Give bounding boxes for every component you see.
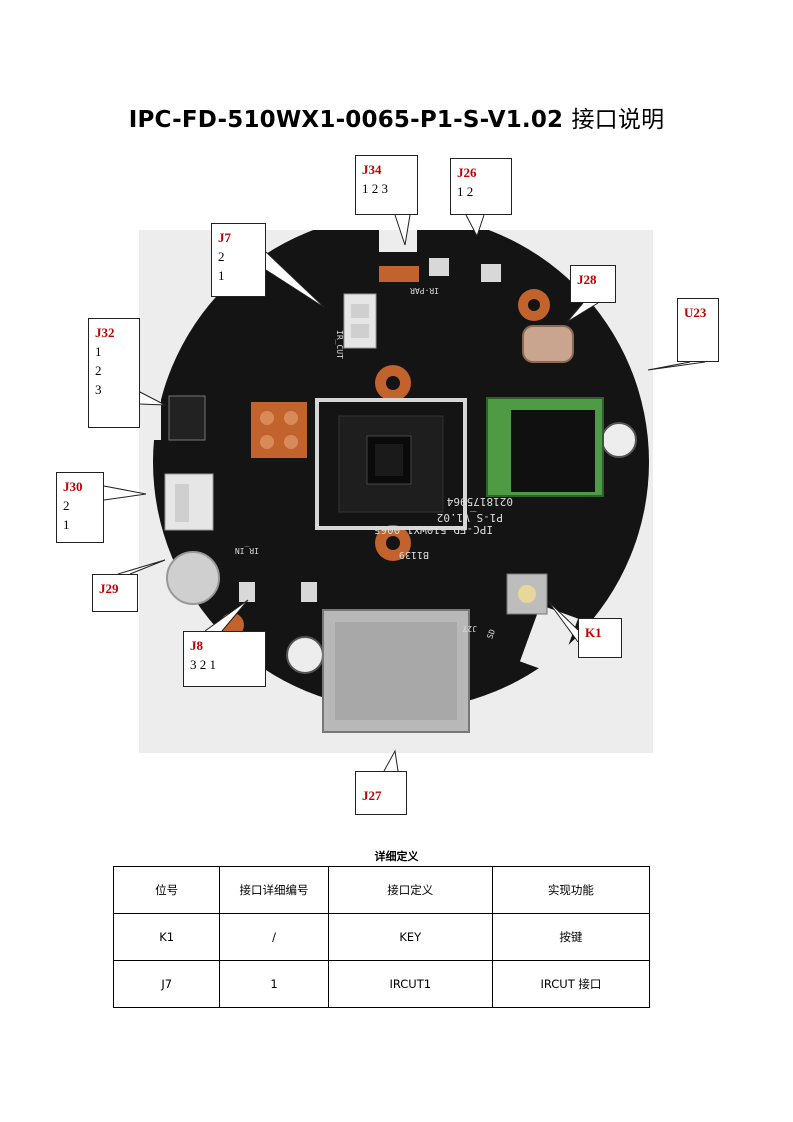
connector-j26 xyxy=(429,258,449,276)
callout-label: J26 xyxy=(457,165,477,180)
callout-label: K1 xyxy=(585,625,602,640)
callout-pins: 1 2 3 xyxy=(362,181,388,196)
callout-pins: 1 xyxy=(218,268,225,283)
silk-j27: J27 xyxy=(462,624,477,633)
callout-j29: J29 xyxy=(92,574,138,612)
table-header-cell: 位号 xyxy=(112,866,221,914)
callout-j27: J27 xyxy=(355,771,407,815)
silk-date: 0218175964 xyxy=(446,495,513,508)
silk-irin: IR_IN xyxy=(235,546,259,555)
callout-label: J30 xyxy=(63,479,83,494)
title-main: IPC-FD-510WX1-0065-P1-S-V1.02 xyxy=(128,107,564,133)
callout-pins: 1 xyxy=(95,344,102,359)
silk-irpar: IR-PAR xyxy=(410,286,439,295)
callout-pins: 1 xyxy=(63,517,70,532)
silk-ircut: IR_CUT xyxy=(335,330,344,359)
callout-j26: J26 1 2 xyxy=(450,158,512,215)
callout-label: J8 xyxy=(190,638,203,653)
callout-pins: 2 xyxy=(63,498,70,513)
mount-hole xyxy=(286,636,324,674)
callout-j8: J8 3 2 1 xyxy=(183,631,266,687)
table-header-row: 位号 接口详细编号 接口定义 实现功能 xyxy=(112,866,651,914)
table-row: J7 1 IRCUT1 IRCUT 接口 xyxy=(112,960,651,1008)
table-row: K1 / KEY 按键 xyxy=(112,913,651,961)
leader-j27 xyxy=(383,749,399,772)
callout-label: U23 xyxy=(684,305,707,320)
callout-label: J34 xyxy=(362,162,382,177)
callout-pins: 3 2 1 xyxy=(190,657,216,672)
connector-j32 xyxy=(168,395,206,441)
leader-u23 xyxy=(647,361,706,371)
silk-sd: SD xyxy=(485,628,497,640)
connector-j28 xyxy=(522,325,574,363)
table-caption: 详细定义 xyxy=(374,850,419,863)
table-header-cell: 接口定义 xyxy=(327,866,493,914)
connector-j8 xyxy=(239,582,255,602)
silk-model: IPC-FD-510WX1-0065- xyxy=(367,523,493,536)
pcb-illustration: IPC-FD-510WX1-0065- P1-S_V1.02 021817596… xyxy=(139,230,649,733)
callout-label: J29 xyxy=(99,581,119,596)
table-cell: 按键 xyxy=(491,913,651,961)
table-cell: / xyxy=(219,913,329,961)
table-cell: J7 xyxy=(112,960,221,1008)
silk-code: B1139 xyxy=(399,549,429,560)
connector-j7 xyxy=(343,293,377,349)
callout-j32: J32 1 2 3 xyxy=(88,318,140,428)
table-cell: K1 xyxy=(112,913,221,961)
connector-j34 xyxy=(379,266,419,282)
spec-table: 位号 接口详细编号 接口定义 实现功能 K1 / KEY 按键 J7 1 IRC… xyxy=(112,866,651,1008)
table-cell: KEY xyxy=(327,913,493,961)
callout-pins: 3 xyxy=(95,382,102,397)
mount-hole xyxy=(601,422,637,458)
callout-k1: K1 xyxy=(578,618,622,658)
table-cell: IRCUT1 xyxy=(327,960,493,1008)
silk-version: P1-S_V1.02 xyxy=(437,511,503,524)
callout-pins: 2 xyxy=(95,363,102,378)
callout-label: J7 xyxy=(218,230,231,245)
table-header-cell: 接口详细编号 xyxy=(219,866,329,914)
callout-label: J32 xyxy=(95,325,115,340)
callout-j30: J30 2 1 xyxy=(56,472,104,543)
callout-label: J28 xyxy=(577,272,597,287)
microphone-j29 xyxy=(166,551,220,605)
callout-j28: J28 xyxy=(570,265,616,303)
table-cell: 1 xyxy=(219,960,329,1008)
callout-pins: 1 2 xyxy=(457,184,474,199)
callout-pins: 2 xyxy=(218,249,225,264)
page-title: IPC-FD-510WX1-0065-P1-S-V1.02 接口说明 xyxy=(0,100,793,134)
table-header-cell: 实现功能 xyxy=(491,866,651,914)
callout-j7: J7 2 1 xyxy=(211,223,266,297)
title-suffix: 接口说明 xyxy=(571,107,665,133)
table-cell: IRCUT 接口 xyxy=(491,960,651,1008)
callout-label: J27 xyxy=(362,788,382,803)
callout-j34: J34 1 2 3 xyxy=(355,155,418,215)
callout-u23: U23 xyxy=(677,298,719,362)
